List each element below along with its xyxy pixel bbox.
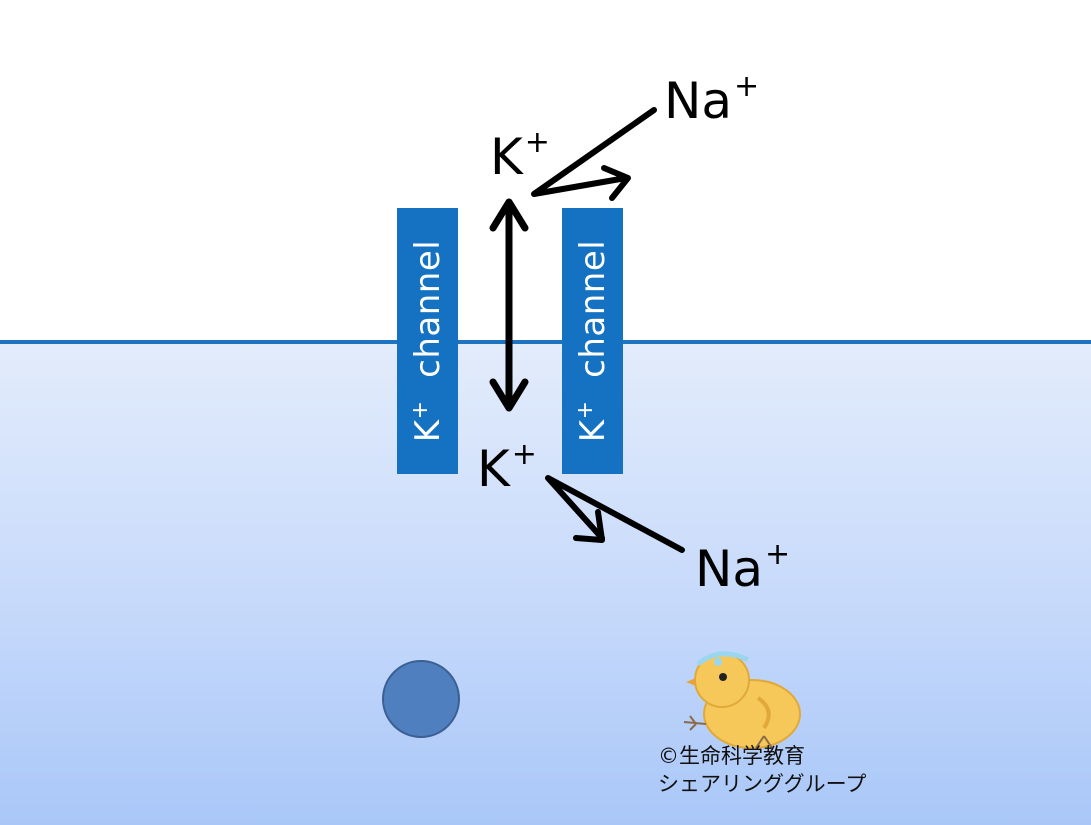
credit-line-2: シェアリンググループ <box>658 772 867 796</box>
na-ion-bottom: Na+ <box>695 537 791 598</box>
k-ion-top: K+ <box>490 125 550 186</box>
k-channel-left: K+ channel <box>397 208 458 474</box>
cell-membrane-line <box>0 340 1091 344</box>
k-channel-right: K+ channel <box>562 208 623 474</box>
blue-ball <box>382 660 460 738</box>
na-ion-top: Na+ <box>664 69 760 130</box>
na-bottom-arrow <box>545 475 685 553</box>
k-exchange-arrow <box>489 198 529 412</box>
credit-line-1: ©生命科学教育 <box>658 744 805 768</box>
chick-mascot-icon <box>683 651 801 749</box>
na-top-arrow <box>531 107 657 201</box>
copyright-credit: ©生命科学教育 シェアリンググループ <box>658 742 866 798</box>
cell-interior-region <box>0 342 1091 825</box>
k-ion-bottom: K+ <box>477 437 537 498</box>
